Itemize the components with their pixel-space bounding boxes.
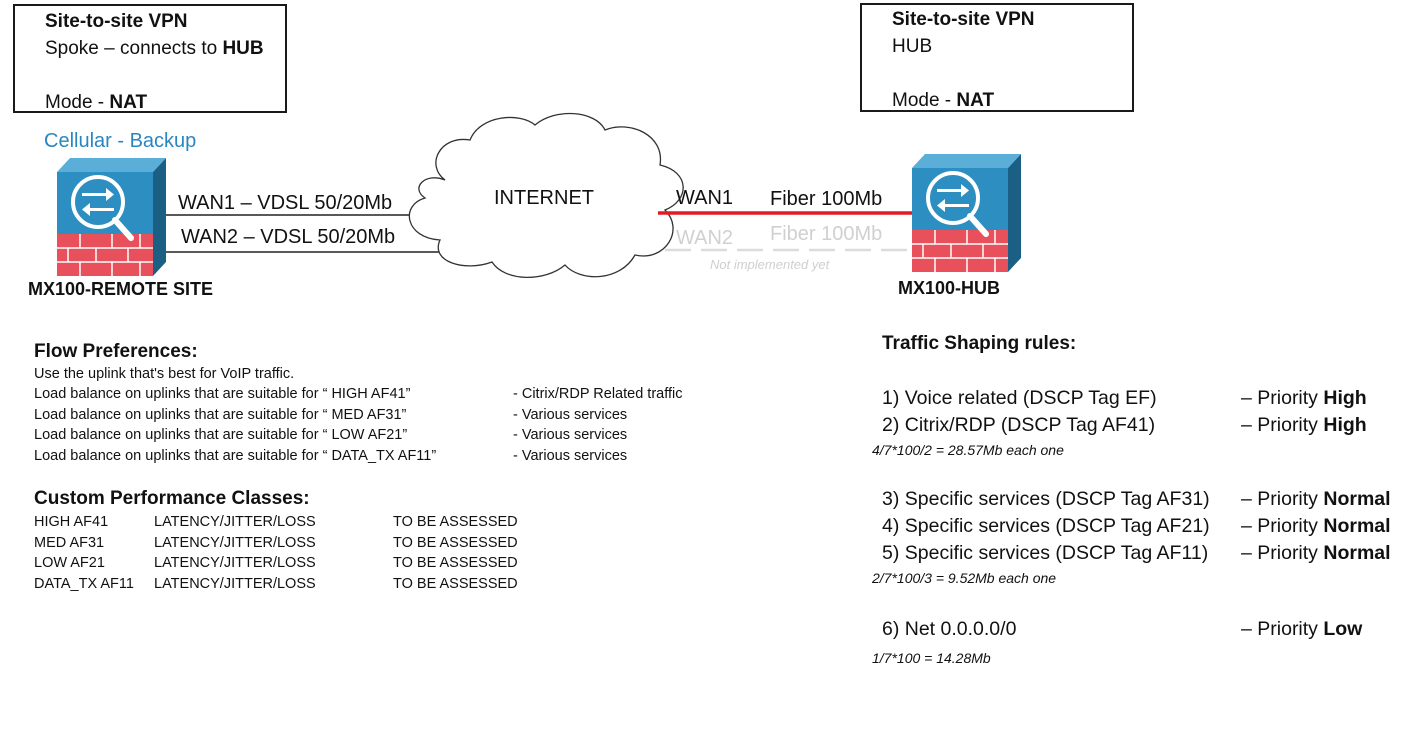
class-name: HIGH AF41 bbox=[34, 514, 109, 530]
hub-wan2-type: Fiber 100Mb bbox=[770, 223, 883, 245]
remote-device-name: MX100-REMOTE SITE bbox=[28, 279, 214, 299]
shaping-rule: 3) Specific services (DSCP Tag AF31) bbox=[882, 488, 1210, 510]
hub-mode-value: NAT bbox=[956, 90, 995, 111]
flow-intro: Use the uplink that's best for VoIP traf… bbox=[34, 366, 295, 382]
spoke-vpn-title: Site-to-site VPN bbox=[45, 11, 188, 32]
shaping-rule: 2) Citrix/RDP (DSCP Tag AF41) bbox=[882, 414, 1156, 436]
shaping-priority: – Priority Normal bbox=[1241, 542, 1391, 565]
hub-wan1-type: Fiber 100Mb bbox=[770, 188, 883, 210]
flow-rule-desc: - Various services bbox=[513, 406, 628, 423]
class-name: LOW AF21 bbox=[34, 555, 105, 571]
hub-wan2-note: Not implemented yet bbox=[710, 257, 830, 272]
priority-label: – Priority bbox=[1241, 515, 1324, 537]
hub-router-icon bbox=[912, 154, 1021, 272]
spoke-role-hub: HUB bbox=[222, 38, 264, 59]
remote-router-icon bbox=[57, 158, 166, 276]
performance-classes-heading: Custom Performance Classes: bbox=[34, 488, 310, 509]
flow-preferences-heading: Flow Preferences: bbox=[34, 341, 198, 362]
shaping-rule: 6) Net 0.0.0.0/0 bbox=[882, 618, 1017, 640]
remote-wan2-label: WAN2 – VDSL 50/20Mb bbox=[181, 226, 396, 248]
internet-label: INTERNET bbox=[494, 187, 594, 209]
hub-vpn-title: Site-to-site VPN bbox=[892, 9, 1035, 30]
priority-value: High bbox=[1323, 387, 1367, 409]
shaping-rule: 5) Specific services (DSCP Tag AF11) bbox=[882, 542, 1209, 564]
shaping-priority: – Priority Low bbox=[1241, 618, 1362, 641]
spoke-role-text: Spoke – connects to bbox=[45, 38, 223, 59]
internet-cloud bbox=[408, 112, 684, 279]
shaping-calc-normal: 2/7*100/3 = 9.52Mb each one bbox=[872, 570, 1057, 586]
priority-label: – Priority bbox=[1241, 618, 1324, 640]
class-status: TO BE ASSESSED bbox=[393, 575, 518, 592]
priority-label: – Priority bbox=[1241, 488, 1324, 510]
class-row: LOW AF21 LATENCY/JITTER/LOSS TO BE ASSESSE… bbox=[34, 553, 554, 574]
remote-wan1-label: WAN1 – VDSL 50/20Mb bbox=[178, 192, 393, 214]
flow-rule-text: Load balance on uplinks that are suitabl… bbox=[34, 406, 407, 423]
flow-rule-desc: - Various services bbox=[513, 447, 628, 464]
shaping-priority: – Priority High bbox=[1241, 387, 1367, 410]
priority-value: Low bbox=[1323, 618, 1363, 640]
class-status: TO BE ASSESSED bbox=[393, 534, 518, 551]
spoke-vpn-box: Site-to-site VPN Spoke – connects to HUB… bbox=[13, 4, 287, 113]
hub-vpn-mode: Mode - NAT bbox=[892, 87, 1132, 114]
hub-mode-label: Mode - bbox=[892, 90, 957, 111]
flow-row: Load balance on uplinks that are suitabl… bbox=[34, 425, 714, 446]
flow-rule-text: Load balance on uplinks that are suitabl… bbox=[34, 447, 437, 464]
shaping-rule: 4) Specific services (DSCP Tag AF21) bbox=[882, 515, 1210, 537]
hub-vpn-role: HUB bbox=[892, 36, 933, 57]
priority-label: – Priority bbox=[1241, 387, 1324, 409]
flow-rules: Load balance on uplinks that are suitabl… bbox=[34, 384, 714, 466]
class-name: MED AF31 bbox=[34, 534, 105, 551]
flow-rule-desc: - Various services bbox=[513, 427, 628, 443]
class-metrics: LATENCY/JITTER/LOSS bbox=[154, 555, 316, 571]
flow-row: Load balance on uplinks that are suitabl… bbox=[34, 384, 714, 405]
hub-wan2-label: WAN2 bbox=[676, 227, 734, 249]
class-metrics: LATENCY/JITTER/LOSS bbox=[154, 534, 316, 551]
priority-value: Normal bbox=[1323, 488, 1391, 510]
shaping-rule: 1) Voice related (DSCP Tag EF) bbox=[882, 387, 1157, 409]
shaping-priority: – Priority High bbox=[1241, 414, 1367, 437]
hub-wan1-label: WAN1 bbox=[676, 187, 734, 209]
priority-value: High bbox=[1323, 414, 1367, 436]
spoke-mode-label: Mode - bbox=[45, 92, 110, 113]
spoke-mode-value: NAT bbox=[109, 92, 148, 113]
hub-device-name: MX100-HUB bbox=[898, 278, 1001, 298]
shaping-priority: – Priority Normal bbox=[1241, 488, 1391, 511]
shaping-calc-low: 1/7*100 = 14.28Mb bbox=[872, 650, 991, 666]
cellular-backup-label: Cellular - Backup bbox=[44, 130, 197, 152]
class-row: HIGH AF41 LATENCY/JITTER/LOSS TO BE ASSESS… bbox=[34, 512, 554, 533]
class-metrics: LATENCY/JITTER/LOSS bbox=[154, 514, 316, 530]
class-status: TO BE ASSESSED bbox=[393, 555, 518, 571]
flow-row: Load balance on uplinks that are suitabl… bbox=[34, 446, 714, 467]
hub-vpn-box: Site-to-site VPN HUB Mode - NAT bbox=[860, 3, 1134, 112]
class-status: TO BE ASSESSED bbox=[393, 514, 518, 530]
shaping-calc-high: 4/7*100/2 = 28.57Mb each one bbox=[872, 442, 1064, 458]
class-row: MED AF31 LATENCY/JITTER/LOSS TO BE ASSESSE… bbox=[34, 533, 554, 554]
flow-row: Load balance on uplinks that are suitabl… bbox=[34, 405, 714, 426]
spoke-vpn-mode: Mode - NAT bbox=[45, 89, 285, 116]
class-metrics: LATENCY/JITTER/LOSS bbox=[154, 575, 316, 592]
priority-value: Normal bbox=[1323, 515, 1391, 537]
flow-rule-text: Load balance on uplinks that are suitabl… bbox=[34, 386, 411, 402]
class-name: DATA_TX AF11 bbox=[34, 575, 134, 592]
traffic-shaping-heading: Traffic Shaping rules: bbox=[882, 333, 1077, 354]
priority-value: Normal bbox=[1323, 542, 1391, 564]
spoke-vpn-role: Spoke – connects to HUB bbox=[45, 35, 285, 62]
flow-rule-text: Load balance on uplinks that are suitabl… bbox=[34, 427, 408, 443]
priority-label: – Priority bbox=[1241, 542, 1324, 564]
priority-label: – Priority bbox=[1241, 414, 1324, 436]
flow-rule-desc: - Citrix/RDP Related traffic bbox=[513, 386, 683, 402]
class-row: DATA_TX AF11 LATENCY/JITTER/LOSS TO BE ASS… bbox=[34, 574, 554, 595]
shaping-priority: – Priority Normal bbox=[1241, 515, 1391, 538]
